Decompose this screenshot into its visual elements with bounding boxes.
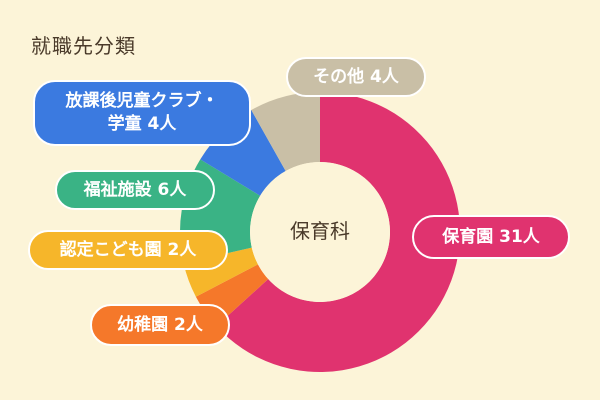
callout-hoikuen: 保育園 31人 xyxy=(412,215,570,259)
donut-slice-0 xyxy=(216,92,461,372)
callout-hoikuen-label: 保育園 31人 xyxy=(442,226,540,247)
callout-sonota-label: その他 4人 xyxy=(313,66,399,87)
callout-gakudou-line-2: 学童 4人 xyxy=(107,114,177,134)
callout-youchien-label: 幼稚園 2人 xyxy=(117,314,203,335)
callout-fukushi-shisetsu-label: 福祉施設 6人 xyxy=(83,179,187,200)
donut-hole xyxy=(250,162,390,302)
donut-slice-5 xyxy=(251,92,320,172)
callout-youchien: 幼稚園 2人 xyxy=(90,304,230,346)
callout-gakudou: 放課後児童クラブ・ 学童 4人 xyxy=(33,80,251,146)
callout-gakudou-line-1: 放課後児童クラブ・ xyxy=(65,91,219,112)
callout-gakudou-text: 放課後児童クラブ・ 学童 4人 xyxy=(66,90,219,136)
callout-nintei-kodomoen-label: 認定こども園 2人 xyxy=(59,239,197,260)
donut-center-label: 保育科 xyxy=(290,219,350,243)
callout-nintei-kodomoen: 認定こども園 2人 xyxy=(28,230,228,270)
callout-sonota: その他 4人 xyxy=(286,57,426,97)
callout-fukushi-shisetsu: 福祉施設 6人 xyxy=(55,170,215,210)
donut-slice-4 xyxy=(200,110,286,196)
page-title: 就職先分類 xyxy=(31,34,136,58)
